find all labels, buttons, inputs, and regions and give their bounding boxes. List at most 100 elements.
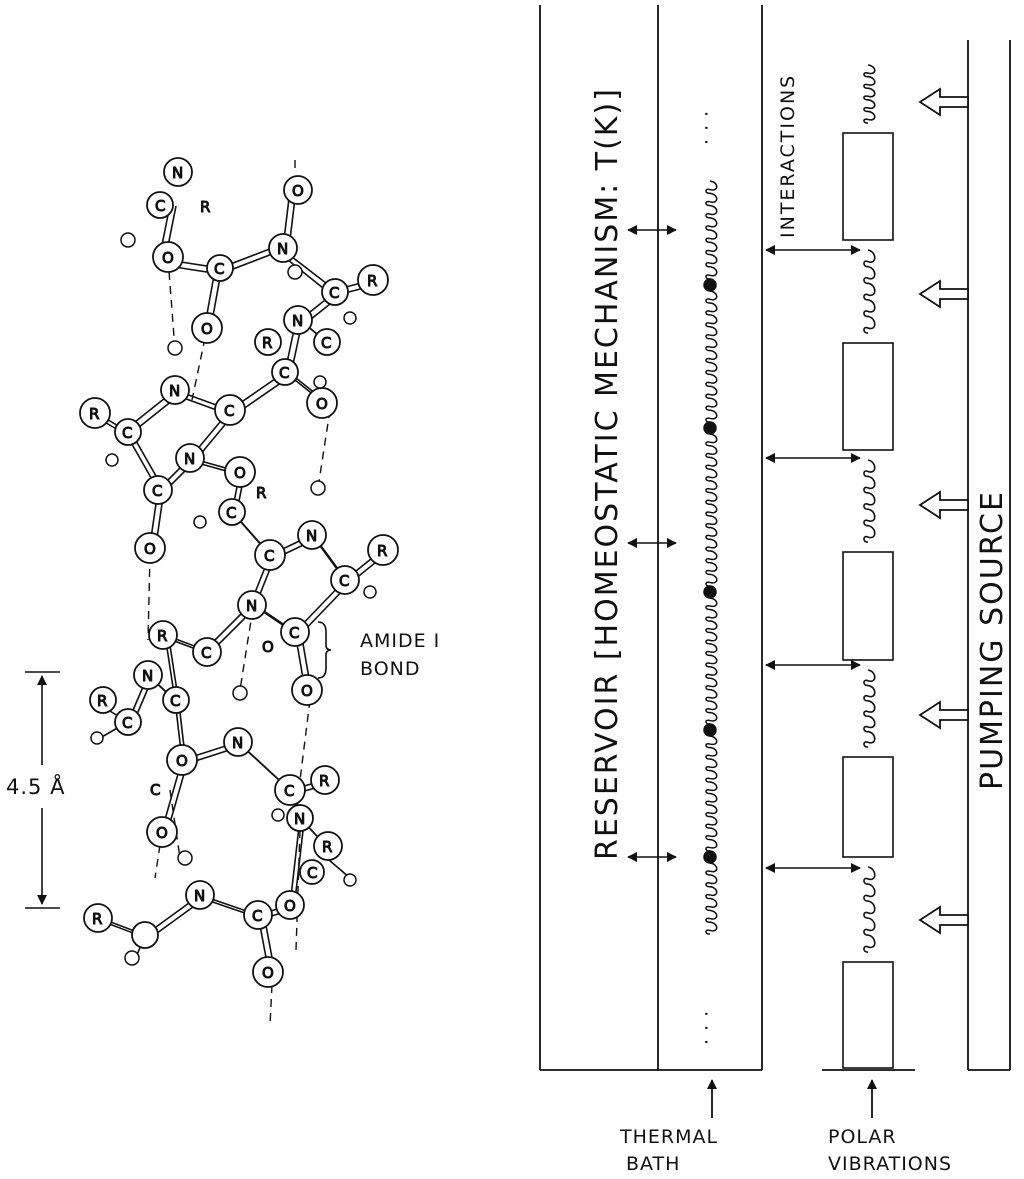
chain-bead [703, 850, 717, 864]
amide-bracket [317, 621, 332, 679]
svg-text:N: N [246, 597, 257, 615]
atom-o [152, 241, 184, 273]
polar-vibrations-chain [842, 64, 894, 1069]
atom-c [299, 859, 325, 885]
pump-arrow [918, 87, 969, 117]
vibration-block [842, 551, 894, 661]
hydrogen-bonds [147, 160, 331, 1026]
atom-o [291, 674, 323, 706]
svg-text:R: R [377, 542, 387, 560]
spring-coil [863, 669, 876, 748]
ellipsis-bottom: · · · [696, 1010, 718, 1045]
svg-text:R: R [319, 772, 329, 790]
svg-text:O: O [156, 824, 168, 842]
atom-c [271, 358, 299, 386]
thermal-bath-label-line2: BATH [626, 1153, 680, 1175]
ellipsis-top: · · · [696, 110, 718, 145]
atom-n [133, 660, 163, 690]
svg-text:C: C [321, 334, 331, 352]
svg-text:O: O [292, 182, 304, 200]
svg-text:C: C [122, 714, 132, 732]
svg-text:N: N [172, 164, 183, 182]
atom-r [89, 686, 117, 714]
svg-text:O: O [144, 540, 156, 558]
svg-text:N: N [292, 312, 303, 330]
atom-n [237, 590, 267, 620]
svg-text:N: N [184, 450, 195, 468]
spring-coil [705, 433, 718, 587]
atom-n [223, 727, 253, 757]
chain-bead [703, 278, 717, 292]
atom-c [114, 418, 142, 446]
svg-text:C: C [224, 402, 234, 420]
pump-arrow [918, 490, 969, 520]
atom-r [148, 620, 178, 650]
thermal-bath-chain [703, 180, 718, 935]
svg-text:R: R [92, 910, 102, 928]
pitch-dimension [25, 671, 60, 909]
reservoir-exchange-arrows [627, 225, 677, 862]
alpha-helix-diagram: N C R O O C N C R O N C R C O N C R C N … [79, 157, 399, 1026]
atom-r [313, 831, 343, 861]
svg-text:R: R [367, 272, 377, 290]
atom-c [162, 686, 190, 714]
svg-text:O: O [262, 638, 274, 656]
atom-c [280, 617, 310, 647]
svg-text:O: O [201, 320, 213, 338]
chain-bead [703, 723, 717, 737]
svg-text:R: R [200, 198, 210, 216]
svg-text:N: N [169, 382, 180, 400]
atom-c [254, 539, 286, 571]
atom-n [286, 804, 314, 832]
atom-n [160, 375, 190, 405]
svg-text:R: R [89, 405, 99, 423]
pump-arrow [918, 279, 969, 309]
svg-text:C: C [289, 624, 299, 642]
chain-bead [703, 585, 717, 599]
svg-text:C: C [307, 864, 317, 882]
atom-c [321, 278, 349, 306]
atom-n [185, 880, 215, 910]
atom-c [131, 921, 159, 949]
svg-text:N: N [232, 734, 243, 752]
svg-text:N: N [294, 810, 305, 828]
svg-text:C: C [226, 504, 236, 522]
svg-text:O: O [262, 964, 274, 982]
polar-vibrations-label-line1: POLAR [828, 1126, 897, 1148]
svg-text:N: N [194, 887, 205, 905]
svg-text:R: R [262, 334, 272, 352]
atom-n [163, 157, 193, 187]
atom-o [283, 175, 313, 205]
reservoir-label: RESERVOIR [HOMEOSTATIC MECHANISM: T(K)] [590, 87, 625, 860]
spring-coil [705, 735, 718, 852]
atom-o [134, 532, 166, 564]
atom-r [79, 397, 111, 429]
atom-c [214, 394, 246, 426]
atom-c [313, 328, 341, 356]
spring-coil [705, 862, 718, 935]
svg-text:O: O [234, 464, 246, 482]
svg-text:R: R [97, 692, 107, 710]
atom-c [192, 637, 222, 667]
vibration-block [842, 961, 894, 1069]
pitch-label: 4.5 Å [6, 773, 65, 799]
atom-o [166, 744, 198, 776]
svg-text:N: N [306, 527, 317, 545]
pumping-arrows [918, 87, 969, 935]
atom-r [83, 903, 113, 933]
svg-text:R: R [157, 627, 167, 645]
atom-n [268, 233, 298, 263]
atom-r [254, 328, 282, 356]
atom-c [114, 708, 142, 736]
atom-o [146, 816, 178, 848]
svg-text:C: C [201, 644, 211, 662]
atom-c [274, 774, 306, 806]
svg-text:C: C [284, 782, 294, 800]
interactions-label: INTERACTIONS [777, 74, 799, 238]
atom-o [191, 312, 223, 344]
spring-coil [863, 64, 876, 124]
svg-text:C: C [252, 907, 262, 925]
polar-vibrations-label-line2: VIBRATIONS [828, 1153, 952, 1175]
atom-c [146, 191, 174, 219]
